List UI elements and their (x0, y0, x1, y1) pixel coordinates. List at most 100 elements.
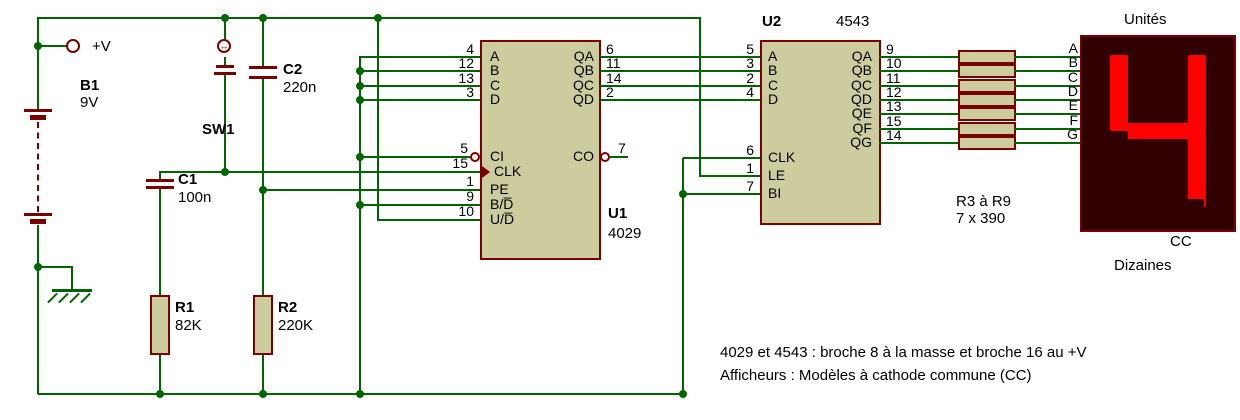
u2-pin-number: 1 (746, 160, 754, 176)
wire-disp-g (1014, 142, 1080, 144)
capacitor-plate-icon (249, 66, 277, 69)
wire-u1-c (360, 85, 480, 87)
junction-dot (259, 390, 267, 398)
u1-pin-number: 9 (466, 188, 474, 204)
u1-pin-label: PE (490, 181, 509, 197)
u2-pin-number: 2 (746, 70, 754, 86)
rnet-ref-label: R3 à R9 (956, 193, 1012, 210)
u1-pin-label: CI (490, 148, 504, 164)
u1-pin-number: 7 (618, 140, 626, 156)
resistor-r1 (150, 295, 170, 355)
wire-u2-bi (683, 193, 760, 195)
junction-dot (374, 14, 382, 22)
u1-pin-number: 2 (606, 84, 614, 100)
resistor-network-item (958, 93, 1016, 107)
u2-pin-number: 6 (746, 142, 754, 158)
u2-pin-label: QD (851, 91, 872, 107)
display-common-label: CC (1170, 233, 1192, 250)
wire-disp-b (1014, 70, 1080, 72)
wire-sw1-stem (224, 57, 226, 65)
u1-pin-label: CO (573, 148, 594, 164)
u2-pin-number: 13 (886, 98, 902, 114)
c2-ref-label: C2 (283, 61, 303, 78)
battery-ref-label: B1 (80, 77, 100, 94)
wire-u1-pe (263, 189, 480, 191)
u1-pin-number: 10 (458, 203, 474, 219)
battery-plate-short-icon (30, 115, 46, 120)
junction-dot (356, 390, 364, 398)
resistor-network-item (958, 79, 1016, 93)
battery-plate-long-icon (24, 109, 52, 112)
display-title-label: Unités (1124, 11, 1167, 28)
wire-earth-tap (38, 266, 73, 268)
r1-ref-label: R1 (175, 299, 195, 316)
u1-pin-label: CLK (494, 163, 522, 179)
wire-seg-e (879, 113, 959, 115)
wire-u1-a (360, 56, 480, 58)
wire-u1-clk (159, 171, 480, 173)
u2-ref-label: U2 (762, 13, 782, 30)
u1-pin-number: 11 (606, 55, 621, 71)
segment-g (1112, 123, 1204, 139)
u2-pin-label: QB (851, 62, 872, 78)
earth-bar-icon (52, 289, 92, 292)
junction-dot (34, 42, 42, 50)
display-pin-label: G (1067, 126, 1078, 142)
u1-pin-label: B/D̅ (490, 196, 514, 212)
u2-pin-label: QC (851, 77, 872, 93)
u1-pin-label: QC (573, 77, 594, 93)
wire-u2-le (700, 175, 760, 177)
wire-u1-ud (378, 219, 480, 221)
battery-dashed-link (37, 122, 39, 212)
ic-u1-body (480, 40, 601, 260)
u2-pin-number: 10 (886, 55, 902, 71)
sw1-contact-icon (214, 72, 236, 75)
segment-e (1110, 131, 1128, 207)
earth-hatch-icon (58, 292, 69, 304)
wire-vplus-tap (38, 45, 74, 47)
u2-pin-number: 5 (746, 41, 754, 57)
u1-pin-number: 14 (606, 70, 622, 86)
wire-ground-bus (359, 56, 361, 395)
wire-r2-bottom (262, 355, 264, 394)
u2-pin-label: B (768, 62, 778, 78)
u1-pin-number: 1 (466, 173, 474, 189)
note-line: Afficheurs : Modèles à cathode commune (… (720, 367, 1032, 384)
wire-battery-top (37, 17, 39, 110)
wire-battery-bottom (37, 225, 39, 394)
u2-part-label: 4543 (836, 13, 870, 30)
u2-pin-number: 4 (746, 84, 754, 100)
u2-pin-label: BI (768, 185, 782, 201)
wire-sw1-top (224, 17, 226, 39)
junction-dot (156, 390, 164, 398)
resistor-network-item (958, 122, 1016, 136)
wire-u1-bd (360, 204, 480, 206)
ic-u2-body (760, 40, 881, 225)
c1-value-label: 100n (178, 189, 212, 206)
wire-r2-top (262, 190, 264, 295)
wire-disp-a (1014, 56, 1080, 58)
u2-pin-number: 3 (746, 55, 754, 71)
u2-pin-label: QA (851, 48, 872, 64)
inverter-bubble-icon (600, 152, 610, 162)
wire-c1-bottom (159, 189, 161, 295)
wire-qa-a (600, 56, 760, 58)
r2-ref-label: R2 (278, 299, 298, 316)
r1-value-label: 82K (175, 317, 202, 334)
battery-value-label: 9V (80, 94, 99, 111)
u2-pin-label: A (768, 48, 778, 64)
push-button-actuator[interactable]: ↔ (217, 39, 231, 53)
segment-f (1110, 55, 1128, 131)
capacitor-plate-icon (249, 76, 277, 79)
r2-value-label: 220K (278, 317, 314, 334)
u2-pin-label: LE (768, 167, 786, 183)
junction-dot (679, 190, 687, 198)
wire-sw1-bottom (224, 75, 226, 172)
u2-pin-label: D (768, 91, 779, 107)
rnet-value-label: 7 x 390 (956, 210, 1006, 227)
wire-vplus-bus (377, 17, 379, 221)
wire-seg-d (879, 99, 959, 101)
wire-seg-g (879, 142, 959, 144)
wire-top-rail (38, 17, 701, 19)
